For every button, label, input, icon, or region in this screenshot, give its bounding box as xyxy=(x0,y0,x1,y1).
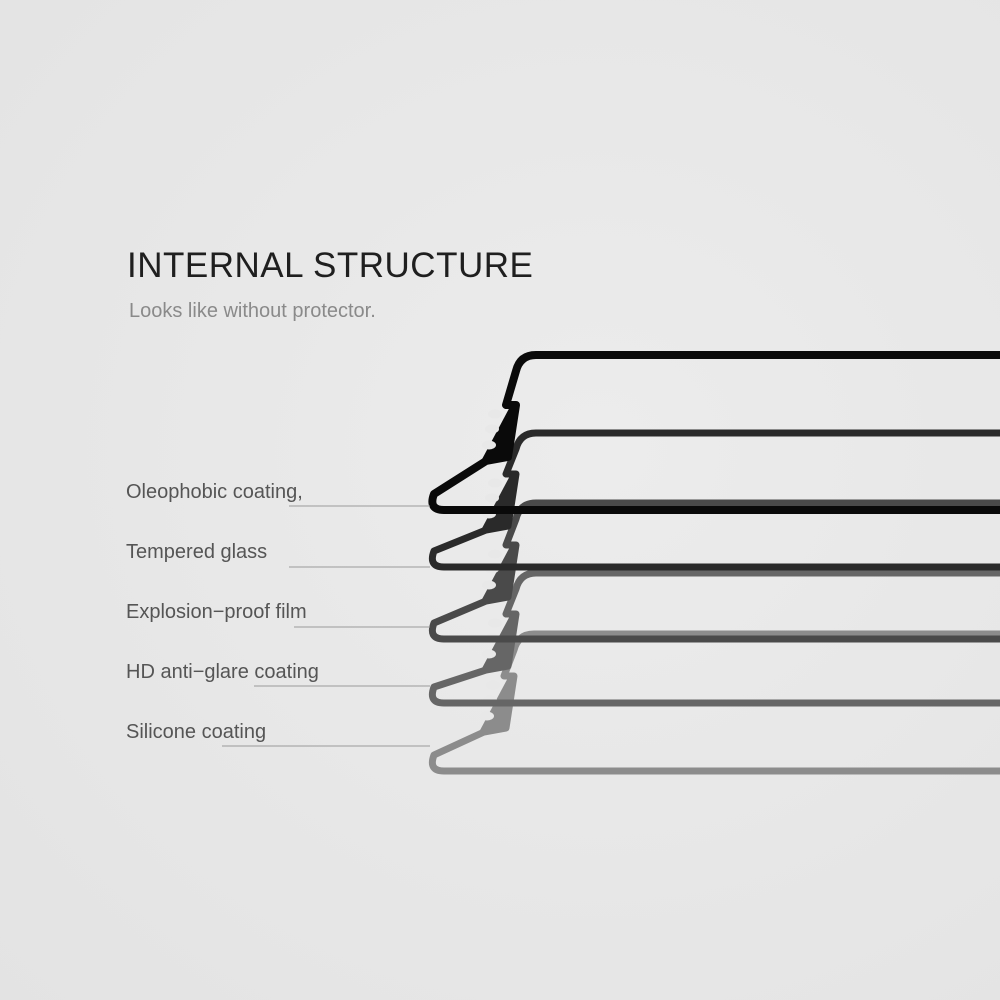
label-oleophobic-coating: Oleophobic coating, xyxy=(126,481,303,503)
sensor-cutout xyxy=(488,549,502,559)
label-hd-anti-glare-coating: HD anti−glare coating xyxy=(126,661,319,683)
layer-frames xyxy=(428,351,1000,775)
sensor-cutout xyxy=(488,478,502,488)
page-title: INTERNAL STRUCTURE xyxy=(127,246,534,285)
layer-frame xyxy=(428,429,1000,571)
sensor-cutout xyxy=(485,493,499,503)
layer-frame xyxy=(428,499,1000,643)
sensor-cutout xyxy=(482,440,496,450)
label-tempered-glass: Tempered glass xyxy=(126,541,268,563)
sensor-cutout xyxy=(485,424,499,434)
sensor-cutout xyxy=(482,580,496,590)
label-explosion-proof-film: Explosion−proof film xyxy=(126,601,307,623)
sensor-cutout xyxy=(488,618,502,628)
sensor-cutout xyxy=(486,680,500,690)
layer-frame xyxy=(428,351,1000,514)
label-silicone-coating: Silicone coating xyxy=(126,721,267,743)
sensor-cutout xyxy=(480,711,494,721)
sensor-cutout xyxy=(482,649,496,659)
page-subtitle: Looks like without protector. xyxy=(129,300,376,322)
sensor-cutout xyxy=(488,409,502,419)
leader-lines xyxy=(222,505,430,747)
